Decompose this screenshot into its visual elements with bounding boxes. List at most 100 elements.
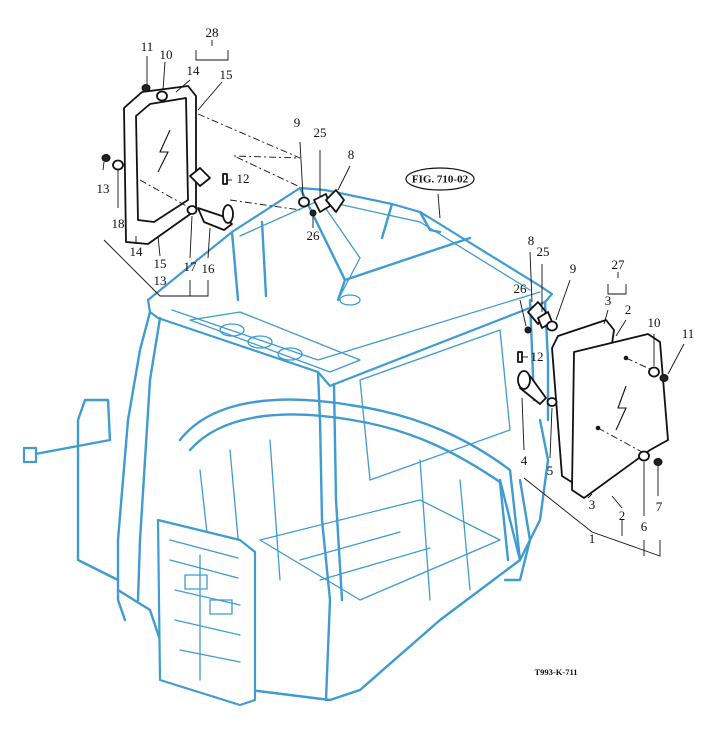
right-washer-5 [546,397,558,407]
callout-16: 16 [202,261,216,276]
callout-8: 8 [528,233,535,248]
right-washer-10 [648,366,660,378]
leader-3b [587,493,593,499]
leader-3a [603,309,609,325]
right-nut-11 [659,374,669,382]
callout-26: 26 [307,228,321,243]
callout-2: 2 [619,508,626,523]
callout-18: 18 [112,216,125,231]
callout-14: 14 [130,244,144,259]
callout-10: 10 [160,47,173,62]
left-washer-10 [156,90,168,102]
front-center-pillar [316,370,344,702]
callout-17: 17 [184,259,198,274]
bracket-1 [523,477,661,557]
callout-13: 13 [154,273,167,288]
leader-2b [611,495,623,509]
left-washer-17 [186,205,198,215]
dashboard-panel [189,311,361,373]
washer-9 [298,196,310,208]
figure-reference: FIG. 710-02 [412,174,469,186]
floor-frame [116,418,550,702]
right-washer-6 [638,450,650,462]
left-hinge-latch [189,167,211,187]
cab-frame [22,186,554,707]
console-switch-1 [184,574,208,590]
rear-frame [359,329,511,481]
callout-27: 27 [612,257,626,272]
right-door-pillar-upper [418,210,442,234]
callout-25: 25 [314,125,327,140]
left-window-assembly [101,84,345,245]
callout-12: 12 [237,171,250,186]
callout-labels: 28 11 10 14 15 13 18 14 15 17 16 13 12 9… [97,25,695,546]
leader-16 [207,227,211,259]
leader-lines [102,40,685,557]
gauge-2 [247,335,273,349]
callout-15: 15 [154,256,167,271]
left-handle-knob [222,204,234,224]
rear-right-lower [498,478,532,582]
leader-4 [521,397,525,451]
callout-3: 3 [605,293,612,308]
leader-15b [157,235,161,257]
roof-crossbar [298,186,472,302]
callout-10: 10 [648,315,661,330]
leader-8a [337,165,351,191]
right-washer-9 [546,320,558,332]
control-console [156,518,257,707]
right-glass-lightning [615,385,627,431]
callout-12: 12 [531,349,544,364]
callout-7: 7 [656,499,663,514]
console-details [169,539,241,681]
left-window-glass [135,97,189,223]
roof-hatch [339,294,361,306]
handrail-bracket [22,446,38,464]
right-window-assembly [517,301,669,499]
callout-5: 5 [547,463,554,478]
handrail [28,398,120,582]
callout-8: 8 [348,147,355,162]
callout-25: 25 [537,244,550,259]
right-screw-26 [524,326,532,334]
callout-13: 13 [97,181,110,196]
bracket-28 [195,40,229,61]
callout-15: 15 [220,67,233,82]
right-handle-knob [517,370,531,390]
floor-plate [259,499,501,601]
latch-8 [325,189,345,213]
rear-fender-arch [178,398,522,562]
leader-26b [519,299,527,327]
callout-28: 28 [206,25,219,40]
leader-17 [189,215,193,259]
left-washer-18 [112,159,124,171]
leader-13a [102,161,105,171]
callout-26: 26 [514,281,528,296]
callout-9: 9 [570,261,577,276]
callout-11: 11 [141,39,154,54]
callout-9: 9 [294,115,301,130]
right-pin-12 [517,351,523,363]
right-window-glass [571,333,669,499]
callout-3: 3 [589,497,596,512]
leader-figref [437,193,441,219]
left-alignment-lines [139,113,301,211]
figure-reference-badge: FIG. 710-02 [405,167,475,191]
gauge-3 [277,347,303,361]
leader-9a [299,141,304,197]
leader-10a [162,61,166,91]
left-door-pillar-upper [230,220,268,302]
left-glass-lightning [157,129,171,173]
roof-frame-inner [171,199,541,361]
left-pin-12 [222,173,228,185]
callout-4: 4 [521,453,528,468]
callout-11: 11 [682,326,695,341]
left-nut-11 [141,84,151,92]
leader-8b [529,251,533,303]
drawing-number: T993-K-711 [535,667,578,677]
fender-ribs [199,439,471,601]
right-alignment-lines [597,357,653,453]
left-nut-13 [101,154,111,162]
